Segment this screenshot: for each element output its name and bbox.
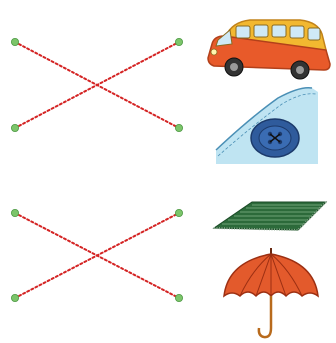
left-dot-1[interactable] [11,38,18,45]
connection-lines [15,42,179,298]
doormat-picture [214,202,326,230]
left-dot-2[interactable] [11,124,18,131]
right-dot-1[interactable] [175,38,182,45]
bus-picture [208,20,330,79]
left-dot-4[interactable] [11,294,18,301]
right-dot-4[interactable] [175,294,182,301]
button-picture [216,88,318,164]
umbrella-picture [224,248,318,337]
right-dot-3[interactable] [175,209,182,216]
dots [11,38,182,301]
right-dot-2[interactable] [175,124,182,131]
left-dot-3[interactable] [11,209,18,216]
